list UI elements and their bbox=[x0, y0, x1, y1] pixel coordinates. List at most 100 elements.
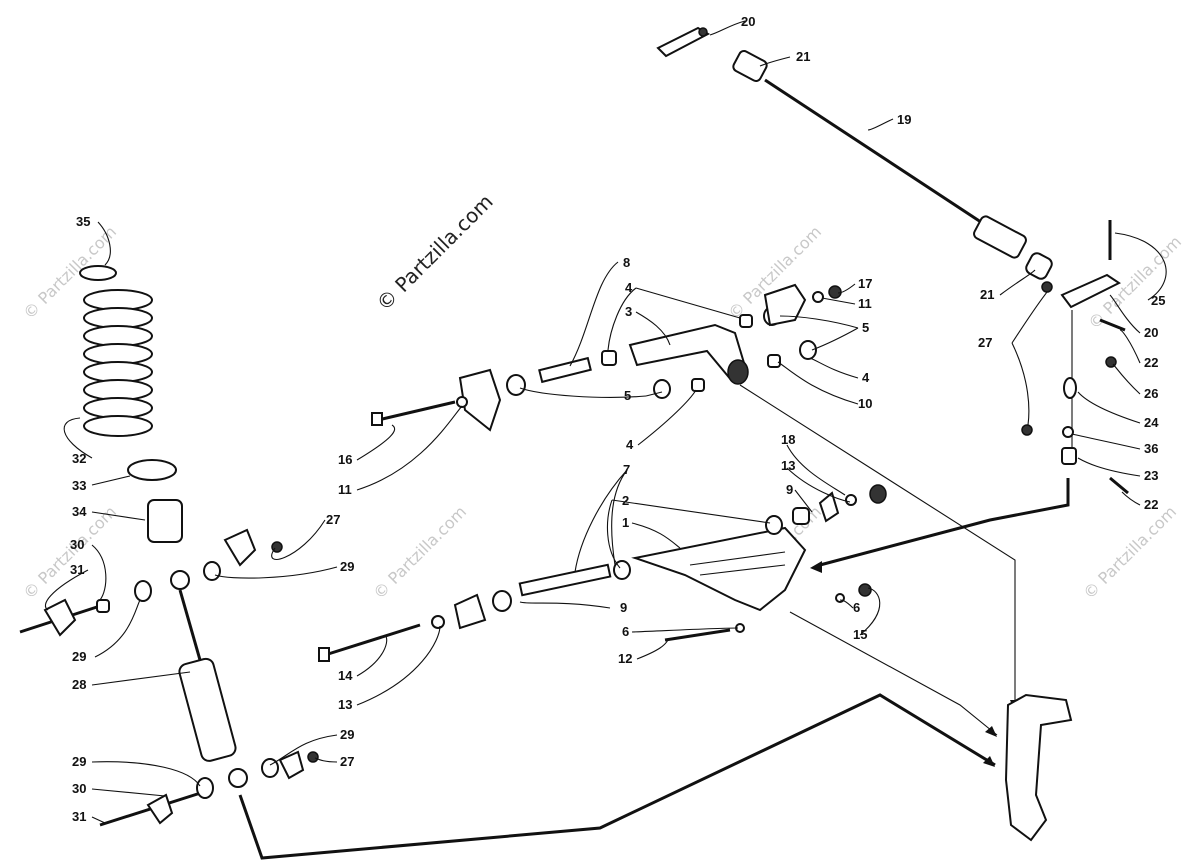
bushing-5d bbox=[653, 379, 671, 399]
callout-36: 36 bbox=[1144, 441, 1158, 456]
callout-25: 25 bbox=[1151, 293, 1165, 308]
a-arm-brace bbox=[699, 564, 786, 576]
bushing-2d bbox=[792, 507, 810, 525]
bushing-4c bbox=[691, 378, 705, 392]
callout-16: 16 bbox=[338, 452, 352, 467]
shock-absorber-assembly bbox=[19, 265, 319, 827]
washer-13 bbox=[431, 615, 445, 629]
callout-12: 12 bbox=[618, 651, 632, 666]
cam-washer-9b bbox=[818, 491, 840, 523]
callout-labels: 20 21 19 35 8 4 3 17 11 5 25 21 20 27 22… bbox=[70, 14, 1165, 824]
adjuster-nut-34 bbox=[147, 499, 183, 543]
spindle bbox=[1004, 693, 1073, 842]
callout-28: 28 bbox=[72, 677, 86, 692]
shock-shaft bbox=[178, 589, 202, 661]
bolt-14-head bbox=[318, 647, 330, 662]
callout-19: 19 bbox=[897, 112, 911, 127]
a-arm-brace bbox=[689, 551, 786, 566]
callout-27b: 27 bbox=[326, 512, 340, 527]
spring-cap-35 bbox=[79, 265, 117, 281]
lower-a-arm-assembly bbox=[318, 484, 887, 662]
shock-body-28 bbox=[178, 657, 237, 762]
tie-rod-19 bbox=[764, 78, 991, 230]
callout-3: 3 bbox=[625, 304, 632, 319]
bushing-4b bbox=[739, 314, 753, 328]
callout-17: 17 bbox=[858, 276, 872, 291]
bushing-10 bbox=[767, 354, 781, 368]
sleeve-7 bbox=[518, 563, 612, 597]
callout-15: 15 bbox=[853, 627, 867, 642]
jam-nut-21 bbox=[732, 50, 768, 82]
watermark-main: © Partzilla.com bbox=[372, 189, 498, 315]
arrow-head bbox=[810, 561, 822, 573]
callout-4b: 4 bbox=[862, 370, 870, 385]
arrow-head bbox=[985, 726, 997, 737]
callout-33: 33 bbox=[72, 478, 86, 493]
shock-eye-bottom bbox=[228, 768, 248, 788]
callout-7: 7 bbox=[623, 462, 630, 477]
arrow-head bbox=[983, 756, 995, 767]
callout-27: 27 bbox=[978, 335, 992, 350]
bolt-16 bbox=[377, 400, 456, 422]
callout-8: 8 bbox=[623, 255, 630, 270]
callout-22: 22 bbox=[1144, 355, 1158, 370]
watermark: © Partzilla.com bbox=[1079, 502, 1180, 603]
tie-rod-end-20b bbox=[1060, 273, 1121, 309]
jam-nut-21b bbox=[1025, 252, 1053, 280]
callout-9: 9 bbox=[786, 482, 793, 497]
callout-14: 14 bbox=[338, 668, 353, 683]
washer-11b bbox=[812, 291, 824, 303]
callout-6: 6 bbox=[853, 600, 860, 615]
lower-a-arm-1 bbox=[631, 526, 807, 612]
callout-34: 34 bbox=[72, 504, 87, 519]
callout-20: 20 bbox=[741, 14, 755, 29]
bushing-5c bbox=[799, 340, 817, 360]
bushing-2c bbox=[765, 515, 783, 535]
callout-22b: 22 bbox=[1144, 497, 1158, 512]
bolt-22b bbox=[1109, 476, 1129, 495]
nut-27b bbox=[1021, 424, 1033, 436]
bracket-30-bottom bbox=[146, 793, 174, 825]
washer-11 bbox=[456, 396, 468, 408]
callout-30b: 30 bbox=[72, 781, 86, 796]
callout-29c: 29 bbox=[340, 727, 354, 742]
callout-13: 13 bbox=[781, 458, 795, 473]
callout-1: 1 bbox=[622, 515, 629, 530]
bolt-22 bbox=[1099, 318, 1126, 332]
bushing-29c bbox=[196, 777, 214, 799]
coil-spring-32 bbox=[83, 289, 153, 437]
tie-rod-end-20 bbox=[656, 26, 711, 58]
spacer-30 bbox=[96, 599, 110, 613]
bushing-29b bbox=[203, 561, 221, 581]
nut-27 bbox=[1041, 281, 1053, 293]
callout-2: 2 bbox=[622, 493, 629, 508]
watermark: © Partzilla.com bbox=[369, 502, 470, 603]
a-arm-pivot bbox=[727, 359, 749, 385]
cam-washer-9 bbox=[453, 593, 487, 630]
bracket-lower-right bbox=[278, 750, 305, 780]
bracket-upper-right bbox=[223, 528, 257, 567]
tie-rod-assembly bbox=[656, 26, 1129, 495]
nut-27d bbox=[307, 751, 319, 763]
callout-31b: 31 bbox=[72, 809, 86, 824]
callout-23: 23 bbox=[1144, 468, 1158, 483]
bushing-29d bbox=[261, 758, 279, 778]
spring-seat-33 bbox=[127, 459, 177, 481]
callout-4: 4 bbox=[625, 280, 633, 295]
shock-eye-top bbox=[170, 570, 190, 590]
callout-26: 26 bbox=[1144, 386, 1158, 401]
callout-18: 18 bbox=[781, 432, 795, 447]
clamp-23 bbox=[1061, 447, 1077, 465]
leader-lines bbox=[44, 20, 1167, 824]
bracket-right bbox=[763, 283, 807, 327]
callout-5b: 5 bbox=[624, 388, 631, 403]
bolt-14 bbox=[324, 623, 421, 657]
bracket-30-left bbox=[43, 598, 77, 637]
bushing-29 bbox=[134, 580, 152, 602]
callout-13b: 13 bbox=[338, 697, 352, 712]
callout-29d: 29 bbox=[72, 754, 86, 769]
callout-5: 5 bbox=[862, 320, 869, 335]
callout-10: 10 bbox=[858, 396, 872, 411]
tie-rod-end-ball bbox=[698, 27, 708, 37]
